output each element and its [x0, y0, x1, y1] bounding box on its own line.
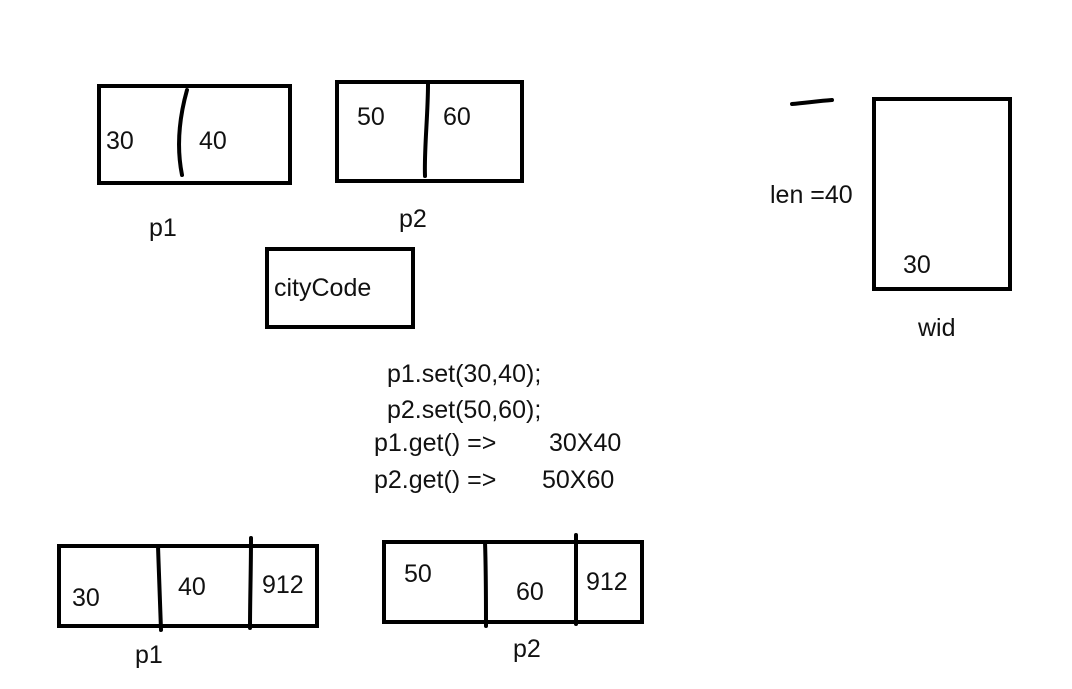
top-p2-label: p2 [399, 205, 427, 233]
wid-label: wid [918, 314, 956, 342]
bottom-p2-box [382, 540, 644, 624]
bottom-p2-value-a: 50 [404, 560, 432, 588]
rect-inner-value: 30 [903, 251, 931, 279]
bottom-p2-label: p2 [513, 635, 541, 663]
bottom-p2-value-b: 60 [516, 578, 544, 606]
bottom-p2-value-c: 912 [586, 568, 628, 596]
code-line-3: p1.get() => [374, 429, 497, 457]
top-p2-box [335, 80, 524, 183]
code-line-4: p2.get() => [374, 466, 497, 494]
dash-stroke [790, 98, 834, 106]
code-line-1: p1.set(30,40); [387, 360, 542, 388]
code-result-2: 50X60 [542, 466, 615, 494]
len-wid-rectangle [872, 97, 1012, 291]
top-p1-left-value: 30 [106, 127, 134, 155]
top-p2-right-value: 60 [443, 103, 471, 131]
top-p1-label: p1 [149, 214, 177, 242]
bottom-p1-value-c: 912 [262, 571, 304, 599]
bottom-p1-box [57, 544, 319, 628]
top-p2-left-value: 50 [357, 103, 385, 131]
len-label: len =40 [770, 181, 853, 209]
bottom-p1-value-a: 30 [72, 584, 100, 612]
code-line-2: p2.set(50,60); [387, 396, 542, 424]
bottom-p1-label: p1 [135, 641, 163, 669]
bottom-p1-value-b: 40 [178, 573, 206, 601]
top-p1-right-value: 40 [199, 127, 227, 155]
code-result-1: 30X40 [549, 429, 622, 457]
city-code-box [265, 247, 415, 329]
top-p1-box [97, 84, 292, 185]
city-code-label: cityCode [274, 274, 372, 302]
